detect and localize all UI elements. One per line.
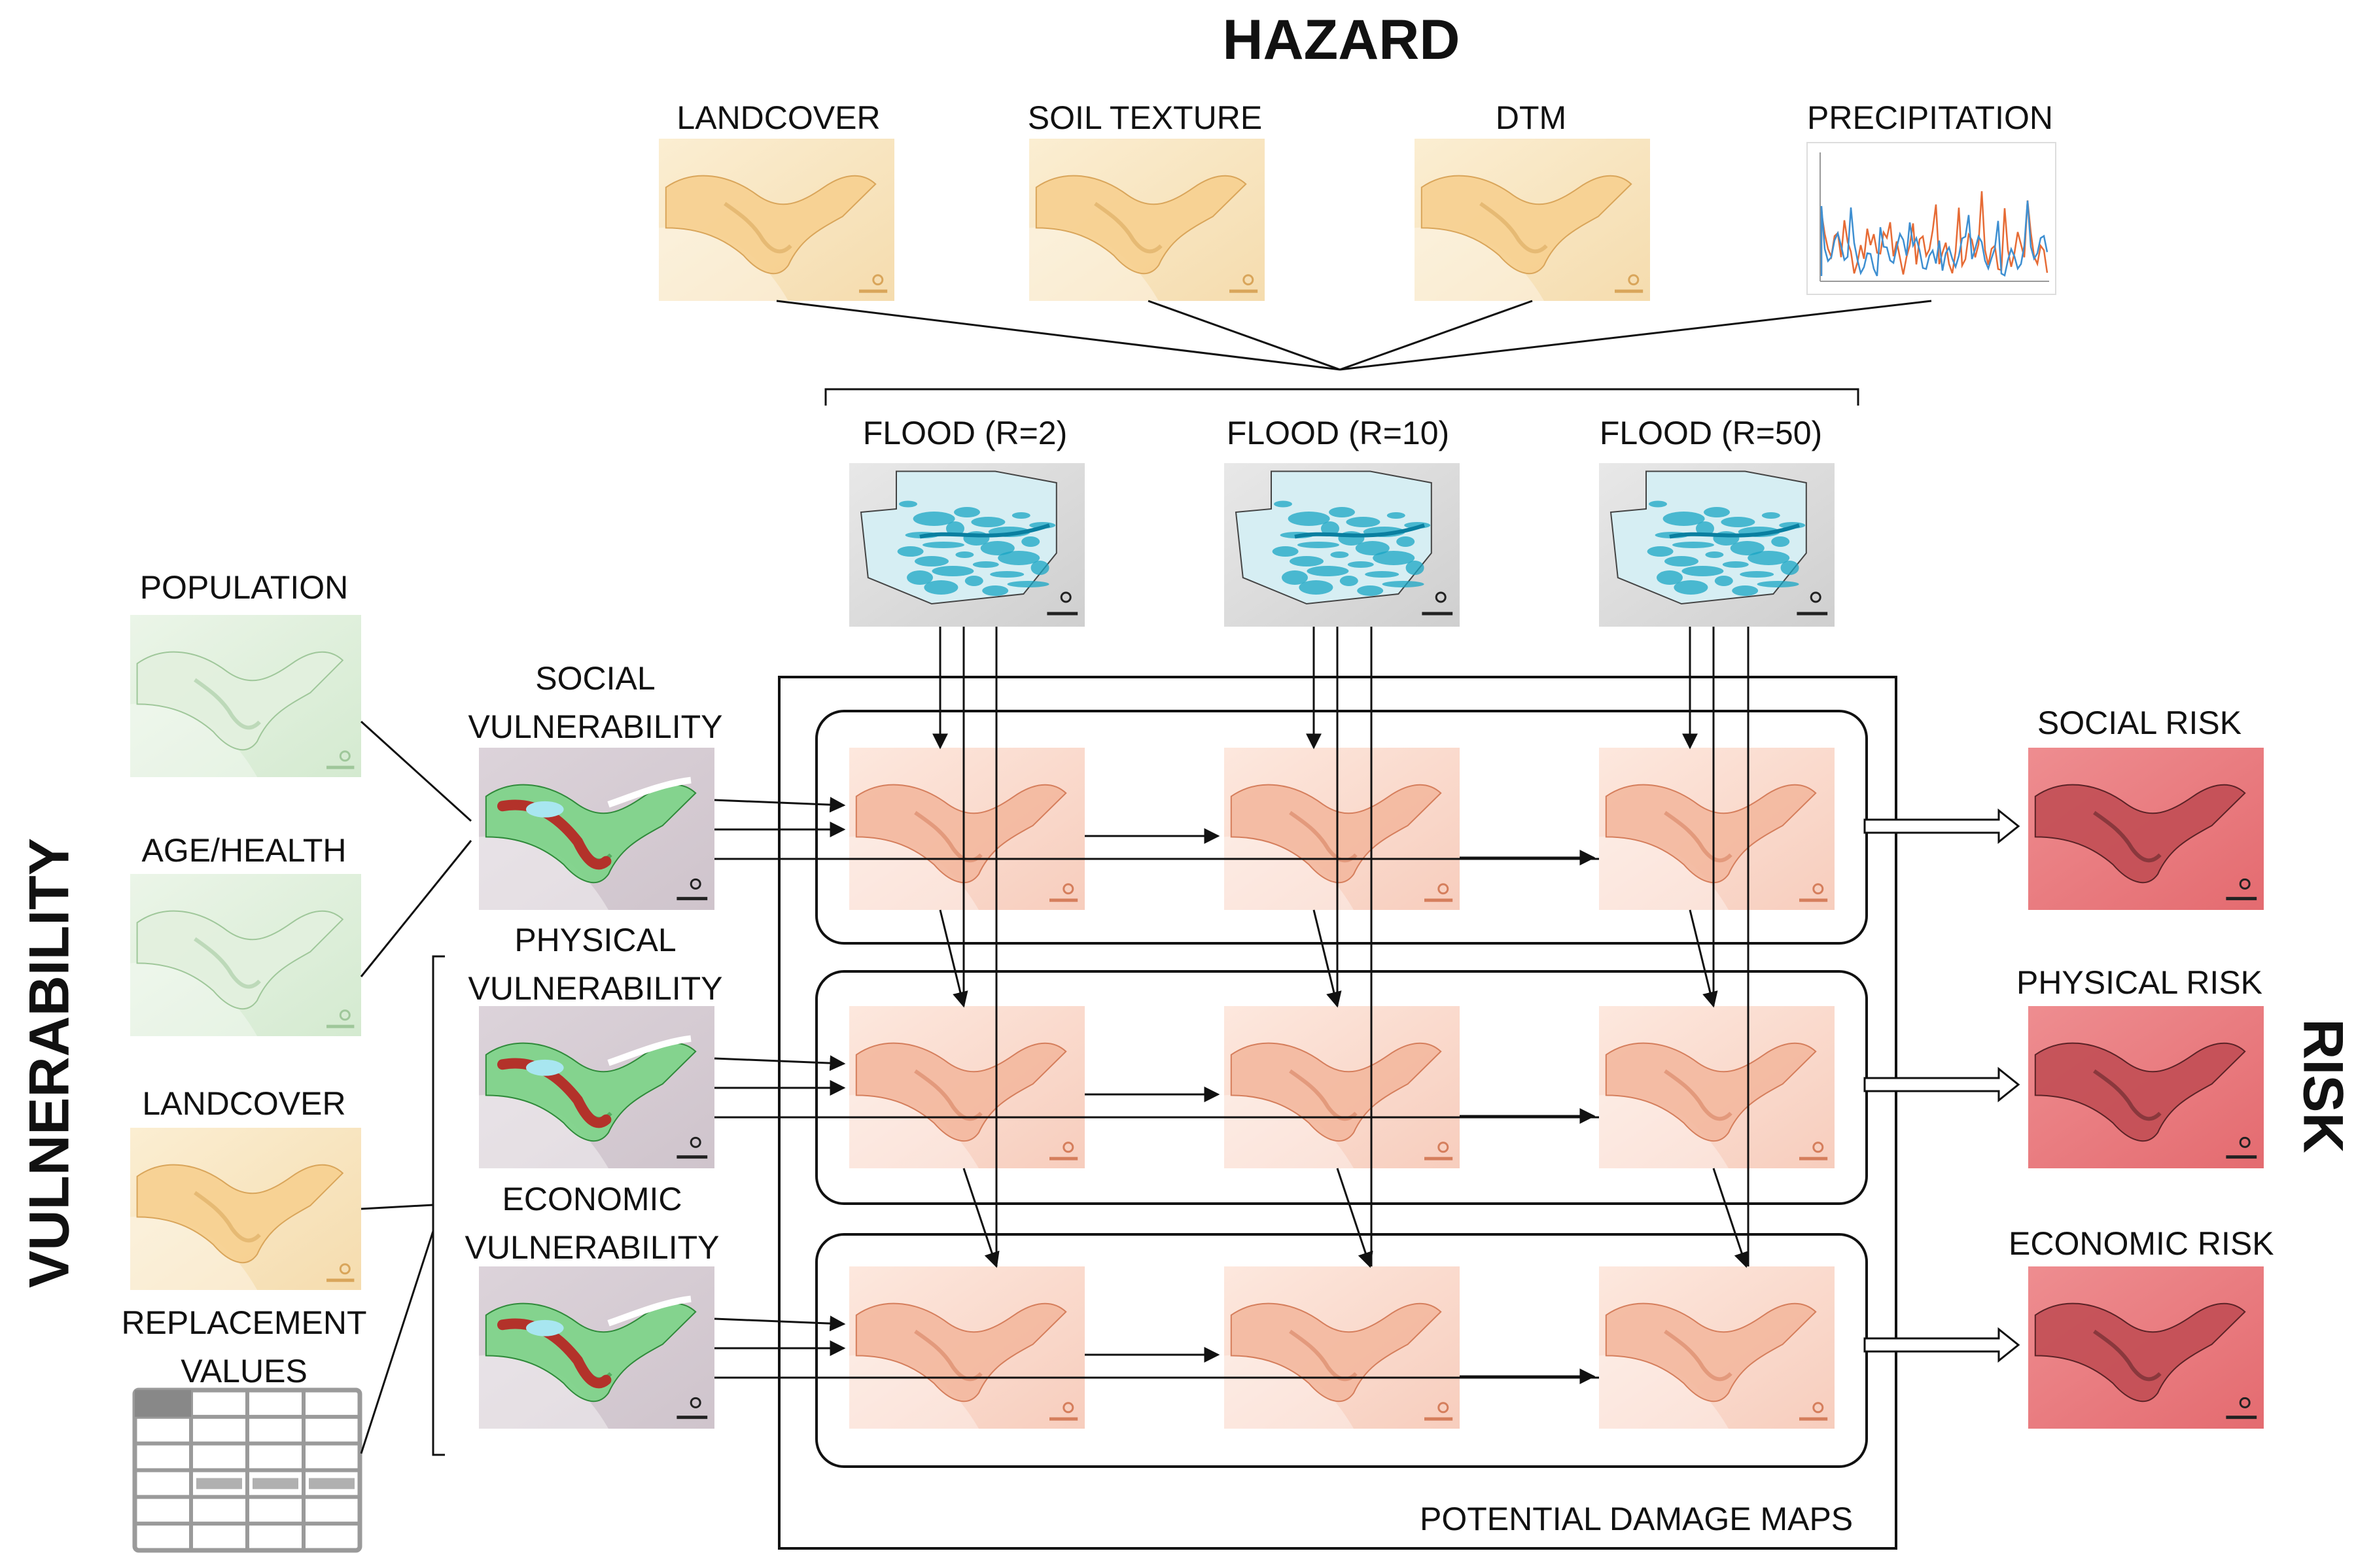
flood-r2-map [849,463,1085,627]
flood-arrow-economic-1 [1336,1168,1373,1268]
physical-vuln-line-1: PHYSICAL [514,922,677,958]
vuln-arrow-a-1 [714,1055,846,1071]
age-health-to-social-line [360,840,472,977]
soil-texture-label: SOIL TEXTURE [1027,99,1263,136]
precipitation-label: PRECIPITATION [1807,99,2053,136]
social-risk-label: SOCIAL RISK [2037,705,2242,741]
hazard-input-line-1 [1148,300,1341,371]
economic-risk-map [2028,1266,2264,1429]
flood-r50-map [1599,463,1835,627]
potential-damage-maps-label: POTENTIAL DAMAGE MAPS [1420,1501,1854,1537]
hazard-input-line-2 [1339,300,1533,371]
damage-map-physical-r50 [1599,1006,1835,1168]
physical-risk-label: PHYSICAL RISK [2016,964,2263,1001]
flood-r10-label: FLOOD (R=10) [1226,415,1450,451]
economic-risk-label: ECONOMIC RISK [2009,1225,2274,1262]
population-label: POPULATION [139,569,349,606]
landcover-hazard-label: LANDCOVER [677,99,881,136]
social-vulnerability-map [479,748,714,910]
landcover-vuln-label: LANDCOVER [142,1085,346,1122]
flood-arrow-economic-2 [1712,1168,1749,1268]
replacement-line-1: REPLACEMENT [121,1304,367,1341]
physical-vulnerability-map [479,1006,714,1168]
risk-output-arrow-2 [1863,1327,2020,1363]
hazard-input-line-3 [1339,300,1932,371]
risk-output-arrow-0 [1863,808,2020,845]
damage-map-physical-r10 [1224,1006,1460,1168]
vuln-arrow-a-2 [714,1315,846,1332]
hazard-title: HAZARD [1222,9,1460,71]
flood-arrow-physical-0 [939,909,968,1008]
vulnerability-title: VULNERABILITY [18,838,81,1288]
landcover-to-bracket-line [360,1204,434,1210]
flood-arrow-economic-0 [962,1168,1000,1268]
hazard-input-line-0 [776,300,1341,371]
damage-map-economic-r2 [849,1266,1085,1429]
replacement-values-label: REPLACEMENT VALUES [113,1298,375,1395]
population-map [130,615,361,777]
precipitation-chart-icon [1806,142,2056,295]
vuln-arrow-a-0 [714,797,846,813]
population-to-social-line [360,720,472,822]
replacement-to-bracket-line [360,1230,434,1454]
risk-title: RISK [2291,1019,2355,1153]
damage-map-economic-r50 [1599,1266,1835,1429]
social-vuln-line-1: SOCIAL [535,660,656,697]
vuln-input-bracket [432,955,445,1456]
age-health-label: AGE/HEALTH [141,832,347,869]
flood-r10-map [1224,463,1460,627]
social-vulnerability-label: SOCIAL VULNERABILITY [465,654,726,751]
social-risk-map [2028,748,2264,910]
economic-vulnerability-map [479,1266,714,1429]
damage-map-physical-r2 [849,1006,1085,1168]
landcover-vuln-map [130,1128,361,1290]
economic-vuln-line-2: VULNERABILITY [465,1229,720,1266]
soil-texture-map [1029,139,1265,301]
economic-vuln-line-1: ECONOMIC [502,1181,682,1217]
damage-map-social-r10 [1224,748,1460,910]
table-icon [132,1387,362,1553]
age-health-map [130,874,361,1036]
replacement-line-2: VALUES [181,1353,308,1389]
flood-r2-label: FLOOD (R=2) [862,415,1068,451]
damage-map-social-r2 [849,748,1085,910]
hazard-bracket [824,388,1859,406]
dtm-map [1415,139,1650,301]
flood-arrow-physical-2 [1689,909,1718,1008]
physical-vulnerability-label: PHYSICAL VULNERABILITY [465,916,726,1013]
economic-vulnerability-label: ECONOMIC VULNERABILITY [461,1175,723,1272]
landcover-hazard-map [659,139,894,301]
risk-output-arrow-1 [1863,1066,2020,1103]
damage-map-economic-r10 [1224,1266,1460,1429]
physical-risk-map [2028,1006,2264,1168]
physical-vuln-line-2: VULNERABILITY [468,970,723,1007]
social-vuln-line-2: VULNERABILITY [468,708,723,745]
damage-map-social-r50 [1599,748,1835,910]
flood-arrow-physical-1 [1312,909,1342,1008]
dtm-label: DTM [1495,99,1567,136]
flood-r50-label: FLOOD (R=50) [1599,415,1823,451]
